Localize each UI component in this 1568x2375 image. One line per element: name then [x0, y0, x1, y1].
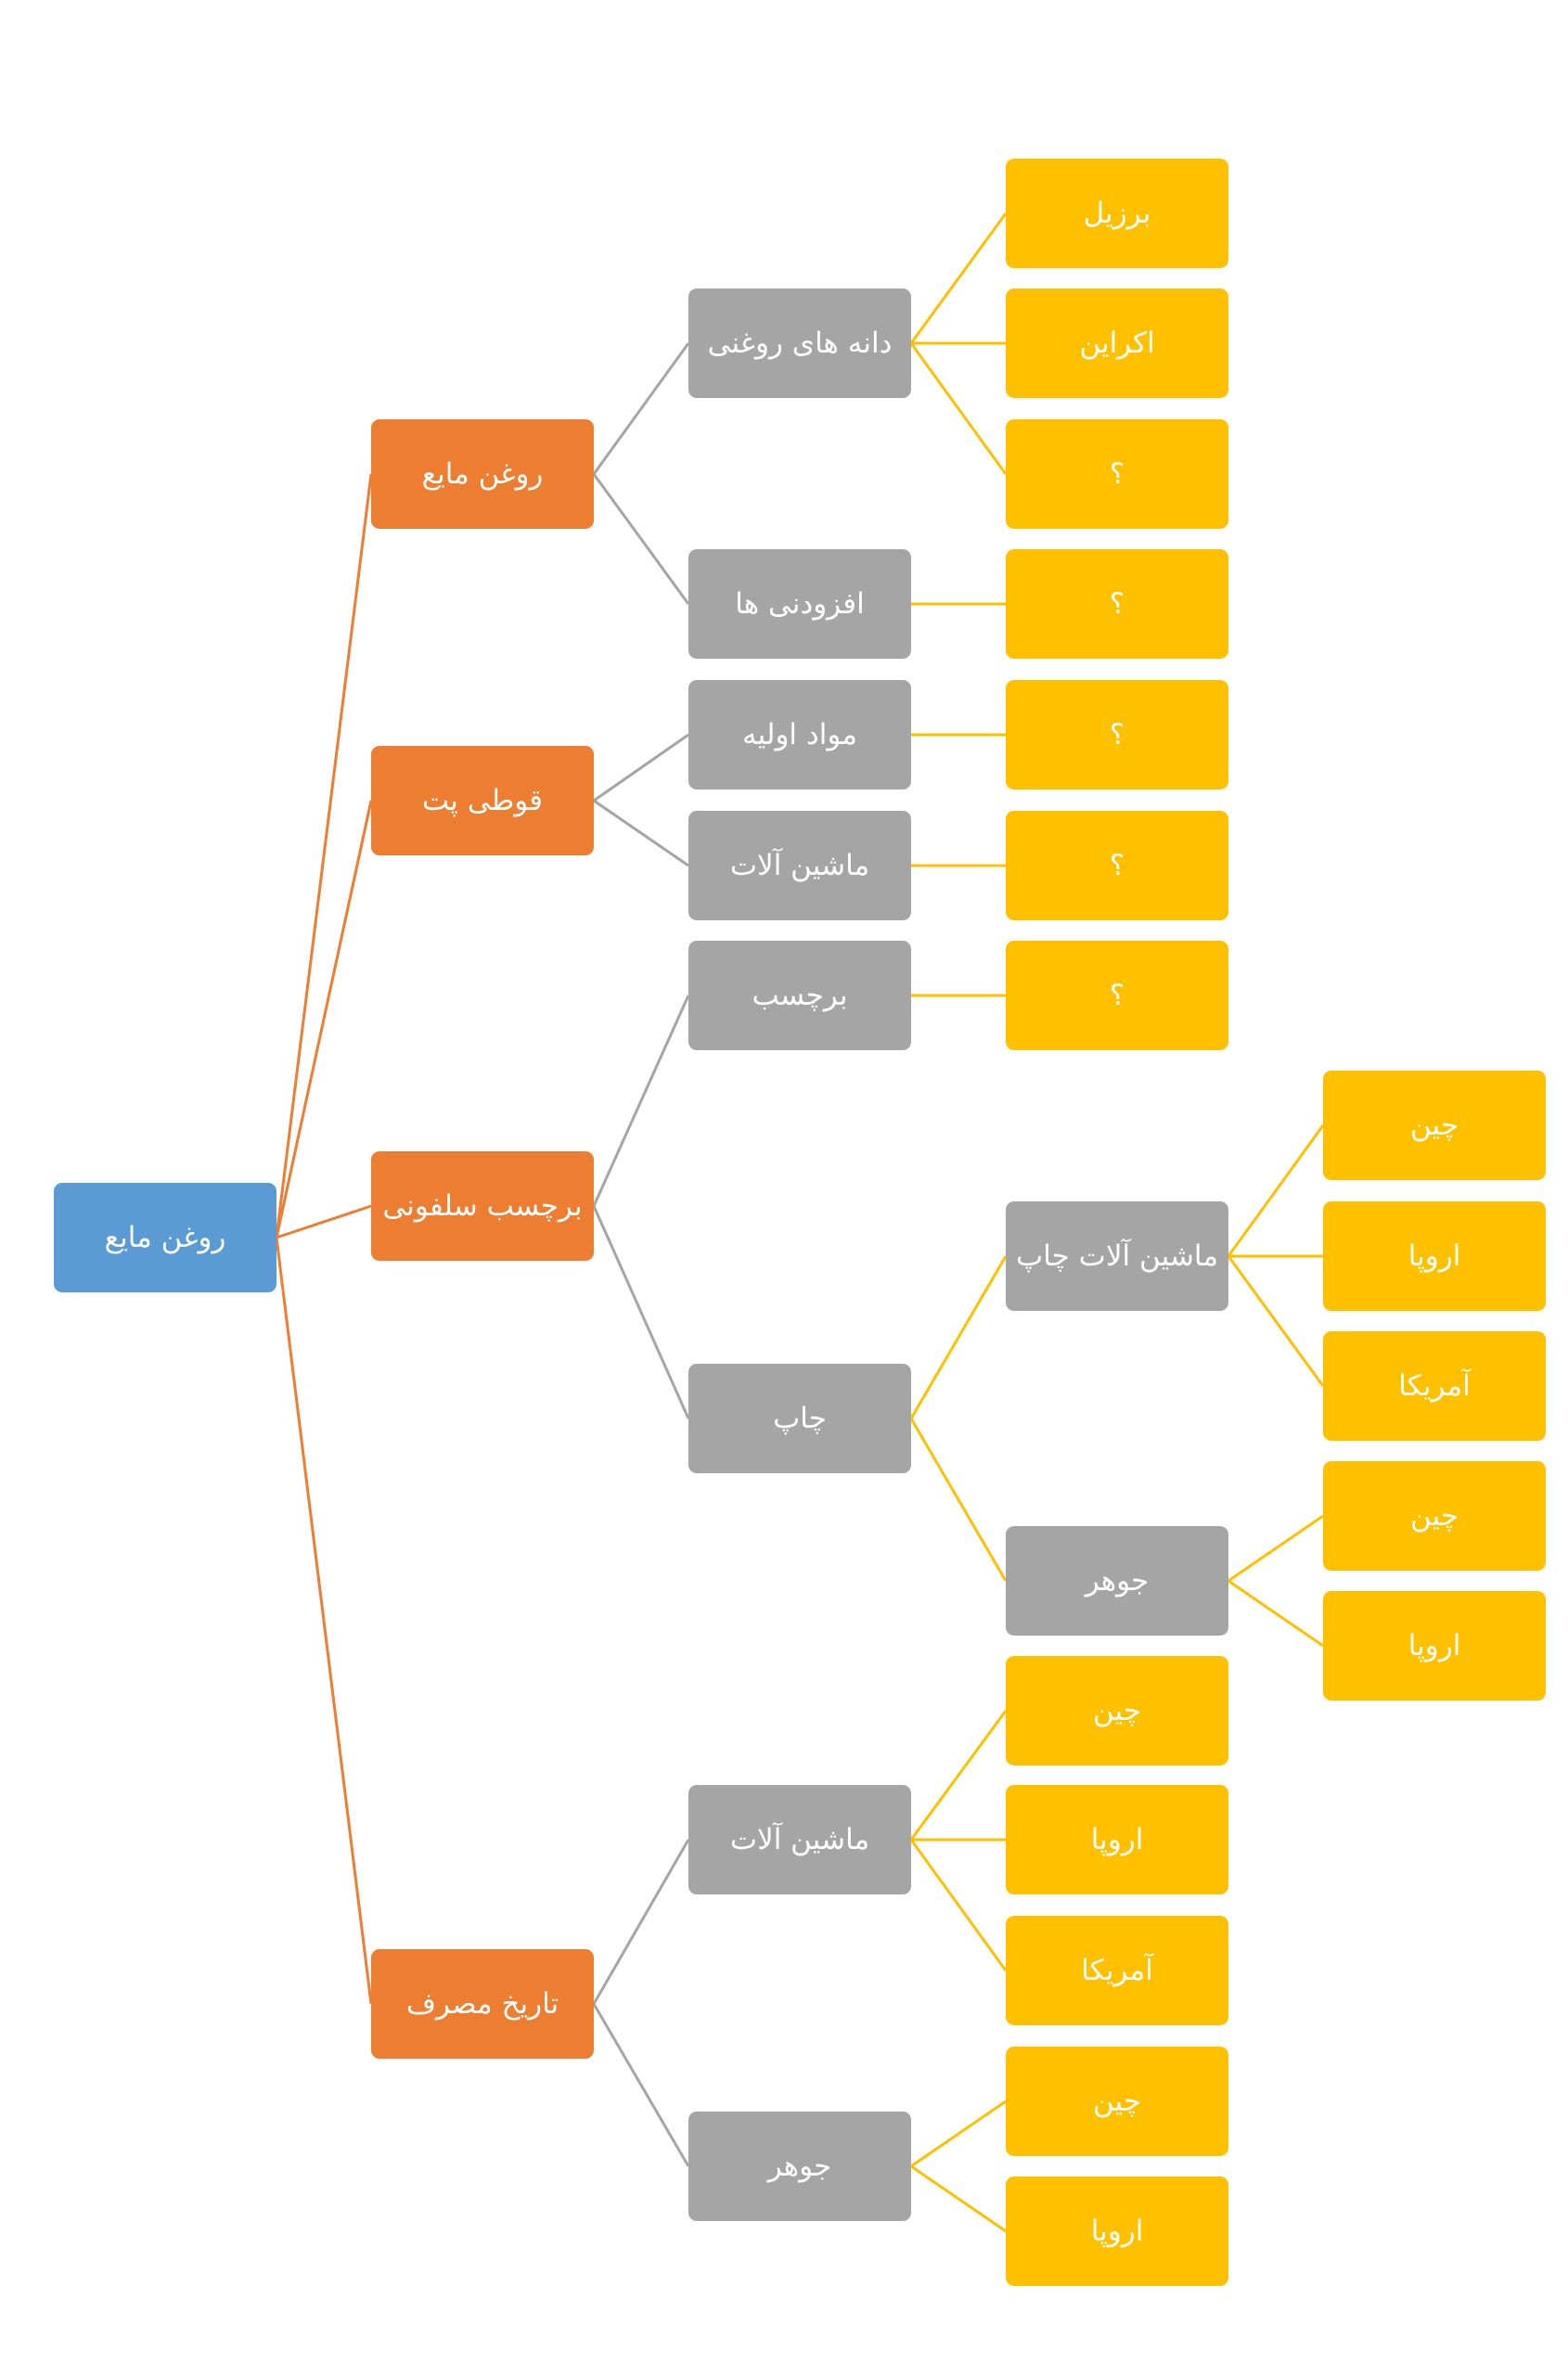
node-n3-2-1-3: آمریکا [1323, 1331, 1546, 1441]
node-label: چین [1092, 2085, 1142, 2118]
node-label: ؟ [1109, 457, 1125, 491]
node-n4-2-1: چین [1006, 2047, 1228, 2156]
node-n4-1: ماشین آلات [688, 1785, 911, 1894]
connector-n4-1-n4-1-3 [909, 1839, 1008, 1971]
connector-n1-1-n1-1-1 [909, 212, 1008, 344]
node-n3-2-1-2: اروپا [1323, 1201, 1546, 1311]
node-n3-1-1: ؟ [1006, 941, 1228, 1050]
node-label: چین [1092, 1694, 1142, 1727]
node-label: تاریخ مصرف [405, 1987, 559, 2021]
node-label: برزیل [1083, 197, 1151, 230]
node-n1-1-3: ؟ [1006, 419, 1228, 529]
connector-n3-2-1-n3-2-1-1 [1227, 1124, 1325, 1257]
connector-root-n2 [275, 800, 373, 1239]
node-n3-2-1: ماشین آلات چاپ [1006, 1201, 1228, 1311]
node-label: اروپا [1407, 1239, 1461, 1273]
node-label: ؟ [1109, 849, 1125, 882]
connector-root-n3 [276, 1204, 372, 1239]
node-n3-2-2-2: اروپا [1323, 1591, 1546, 1701]
connector-n2-n2-1 [593, 733, 689, 802]
node-n4-1-3: آمریکا [1006, 1916, 1228, 2025]
root-node: روغن مایع [54, 1183, 276, 1292]
connector-n3-2-2-n3-2-2-2 [1227, 1579, 1324, 1648]
node-label: آمریکا [1398, 1369, 1471, 1403]
node-label: اکراین [1079, 327, 1155, 360]
node-n2-1-1: ؟ [1006, 680, 1228, 790]
node-n3-2-2: جوهر [1006, 1526, 1228, 1636]
node-n3-2-2-1: چین [1323, 1461, 1546, 1571]
node-label: افزودنی ها [735, 587, 865, 621]
node-label: مواد اولیه [742, 718, 857, 751]
node-n3-2-1-1: چین [1323, 1071, 1546, 1180]
node-n1: روغن مایع [371, 419, 594, 529]
node-n4-2-2: اروپا [1006, 2176, 1228, 2286]
node-n3-1: برچسب [688, 941, 911, 1050]
connector-n3-n3-2 [592, 1205, 690, 1419]
node-label: دانه های روغنی [707, 327, 893, 360]
node-label: ماشین آلات [729, 1823, 870, 1856]
node-n4-1-2: اروپا [1006, 1785, 1228, 1894]
connector-n1-n1-1 [592, 342, 690, 475]
node-n4-2: جوهر [688, 2112, 911, 2221]
node-label: آمریکا [1081, 1954, 1153, 1987]
node-n1-2: افزودنی ها [688, 549, 911, 659]
connector-n4-2-n4-2-1 [910, 2099, 1007, 2168]
node-n1-1: دانه های روغنی [688, 289, 911, 398]
connector-n1-n1-2 [592, 473, 690, 605]
node-label: قوطی پت [421, 784, 544, 817]
node-label: چین [1409, 1499, 1459, 1533]
node-label: جوهر [1085, 1564, 1150, 1598]
node-n2-2-1: ؟ [1006, 811, 1228, 920]
connector-root-n4 [275, 1237, 373, 2005]
node-label: اروپا [1407, 1629, 1461, 1662]
node-label: روغن مایع [421, 457, 544, 491]
node-n2-1: مواد اولیه [688, 680, 911, 790]
node-n4-1-1: چین [1006, 1656, 1228, 1765]
connector-n3-2-2-n3-2-2-1 [1227, 1514, 1324, 1583]
node-n1-1-1: برزیل [1006, 159, 1228, 268]
node-label: اروپا [1090, 2215, 1144, 2248]
node-label: جوهر [767, 2150, 832, 2183]
node-label: برچسب سلفونی [382, 1189, 583, 1223]
node-label: چاپ [773, 1402, 827, 1435]
node-label: ماشین آلات چاپ [1016, 1239, 1218, 1273]
node-label: ؟ [1109, 587, 1125, 621]
connector-n3-2-n3-2-2 [909, 1418, 1008, 1582]
node-label: چین [1409, 1109, 1459, 1142]
node-label: روغن مایع [104, 1221, 226, 1254]
node-n2-2: ماشین آلات [688, 811, 911, 920]
node-n1-2-1: ؟ [1006, 549, 1228, 659]
connector-n1-1-n1-1-3 [909, 342, 1008, 475]
node-label: ماشین آلات [729, 849, 870, 882]
connector-n4-1-n4-1-1 [909, 1710, 1008, 1841]
node-n4: تاریخ مصرف [371, 1949, 594, 2059]
connector-n3-2-n3-2-1 [909, 1255, 1008, 1419]
node-n3-2: چاپ [688, 1364, 911, 1473]
connector-root-n1 [275, 473, 373, 1239]
node-label: ؟ [1109, 718, 1125, 751]
node-label: اروپا [1090, 1823, 1144, 1856]
node-label: ؟ [1109, 979, 1125, 1012]
connector-n3-n3-1 [592, 995, 690, 1207]
connector-n3-2-1-n3-2-1-3 [1227, 1255, 1325, 1387]
node-n1-1-2: اکراین [1006, 289, 1228, 398]
node-n2: قوطی پت [371, 746, 594, 855]
connector-n4-2-n4-2-2 [910, 2164, 1007, 2233]
node-label: برچسب [752, 979, 848, 1012]
node-n3: برچسب سلفونی [371, 1151, 594, 1261]
connector-n4-n4-2 [592, 2003, 690, 2167]
connector-n4-n4-1 [592, 1839, 690, 2005]
connector-n2-n2-2 [593, 799, 689, 867]
